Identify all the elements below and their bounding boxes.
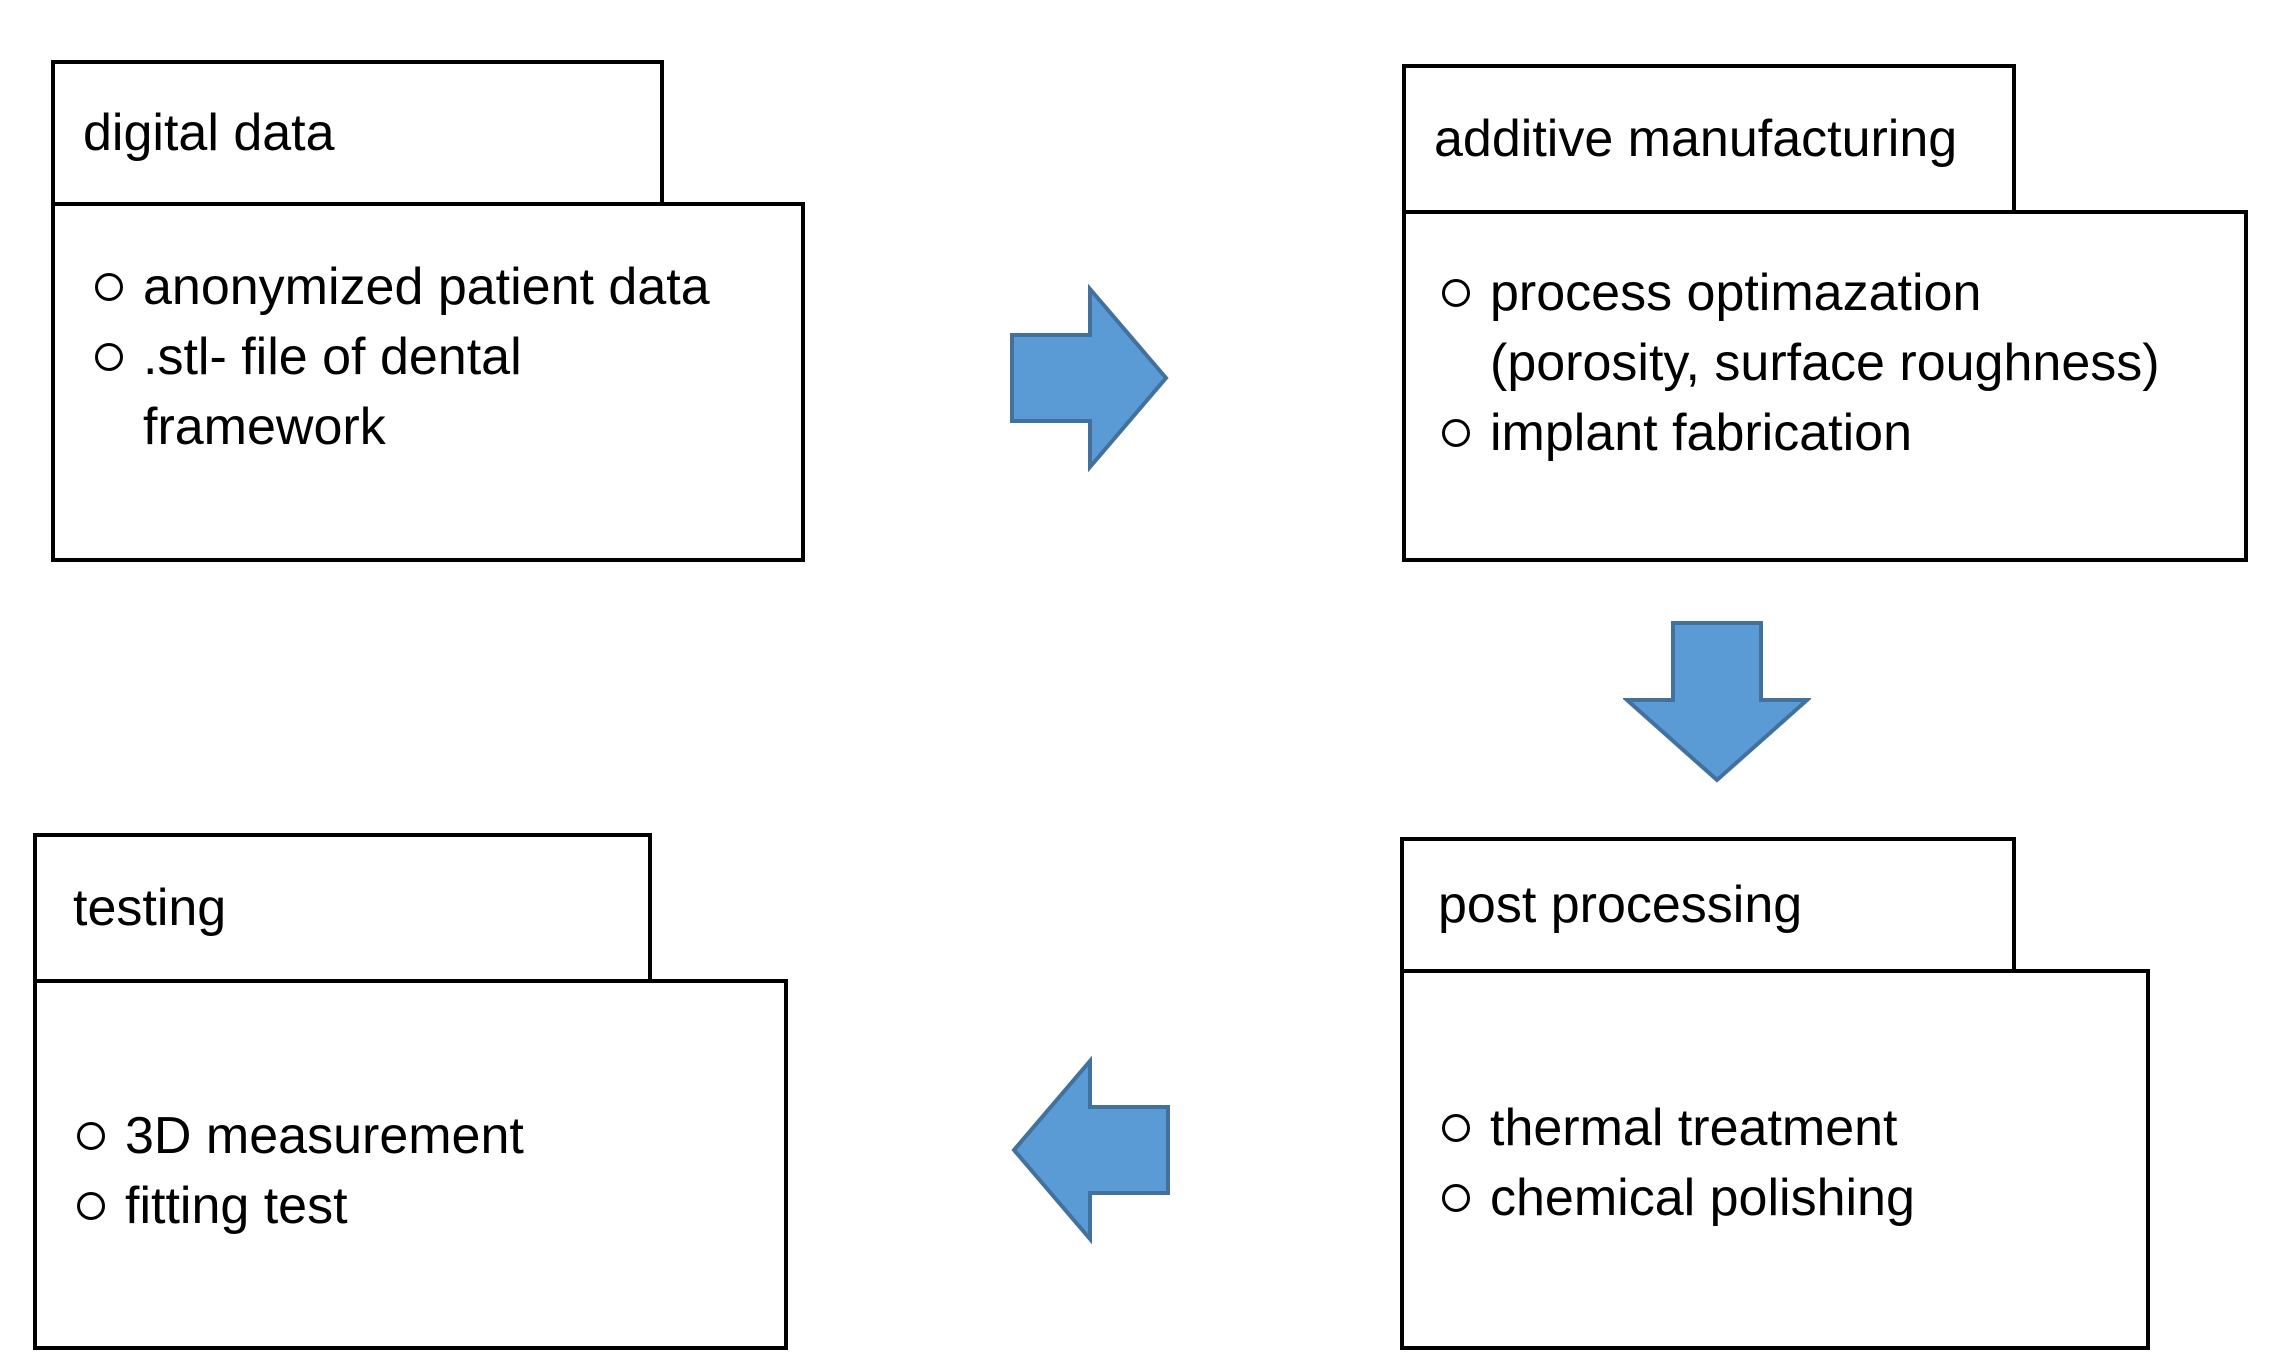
bullet-text: chemical polishing [1490,1169,1915,1227]
list-item: thermal treatment [1442,1093,2128,1163]
bullet-circle-icon [95,343,123,371]
list-item: .stl- file of dental framework [95,322,783,462]
box-digital-data-title: digital data [83,104,335,162]
bullet-text: process optimazation (porosity, surface … [1490,264,2160,392]
box-digital-data-body: anonymized patient data .stl- file of de… [51,202,805,562]
bullet-text: implant fabrication [1490,404,1912,462]
bullet-circle-icon [1442,279,1470,307]
list-item: 3D measurement [77,1101,766,1171]
bullet-text: .stl- file of dental framework [143,328,522,456]
box-testing-tab: testing [33,833,652,983]
bullet-text: fitting test [125,1177,348,1235]
box-additive-manufacturing-tab: additive manufacturing [1402,64,2016,214]
bullet-circle-icon [77,1122,105,1150]
bullet-circle-icon [1442,1114,1470,1142]
box-post-processing-title: post processing [1438,876,1803,934]
list-item: process optimazation (porosity, surface … [1442,258,2226,398]
box-digital-data-tab: digital data [51,60,664,206]
box-post-processing-tab: post processing [1400,837,2016,973]
flow-arrow-down-icon [1623,621,1811,783]
box-post-processing-body: thermal treatment chemical polishing [1400,969,2150,1350]
box-additive-manufacturing-body: process optimazation (porosity, surface … [1402,210,2248,562]
bullet-text: anonymized patient data [143,258,710,316]
list-item: chemical polishing [1442,1163,2128,1233]
bullet-text: thermal treatment [1490,1099,1898,1157]
flow-arrow-right-icon [1010,283,1169,473]
bullet-circle-icon [95,273,123,301]
list-item: fitting test [77,1171,766,1241]
bullet-text: 3D measurement [125,1107,524,1165]
list-item: implant fabrication [1442,398,2226,468]
flow-arrow-left-icon [1011,1055,1170,1245]
box-additive-manufacturing-title: additive manufacturing [1434,110,1958,168]
list-item: anonymized patient data [95,252,783,322]
bullet-circle-icon [77,1192,105,1220]
box-testing-title: testing [73,879,227,937]
box-testing-body: 3D measurement fitting test [33,979,788,1350]
bullet-circle-icon [1442,419,1470,447]
bullet-circle-icon [1442,1184,1470,1212]
